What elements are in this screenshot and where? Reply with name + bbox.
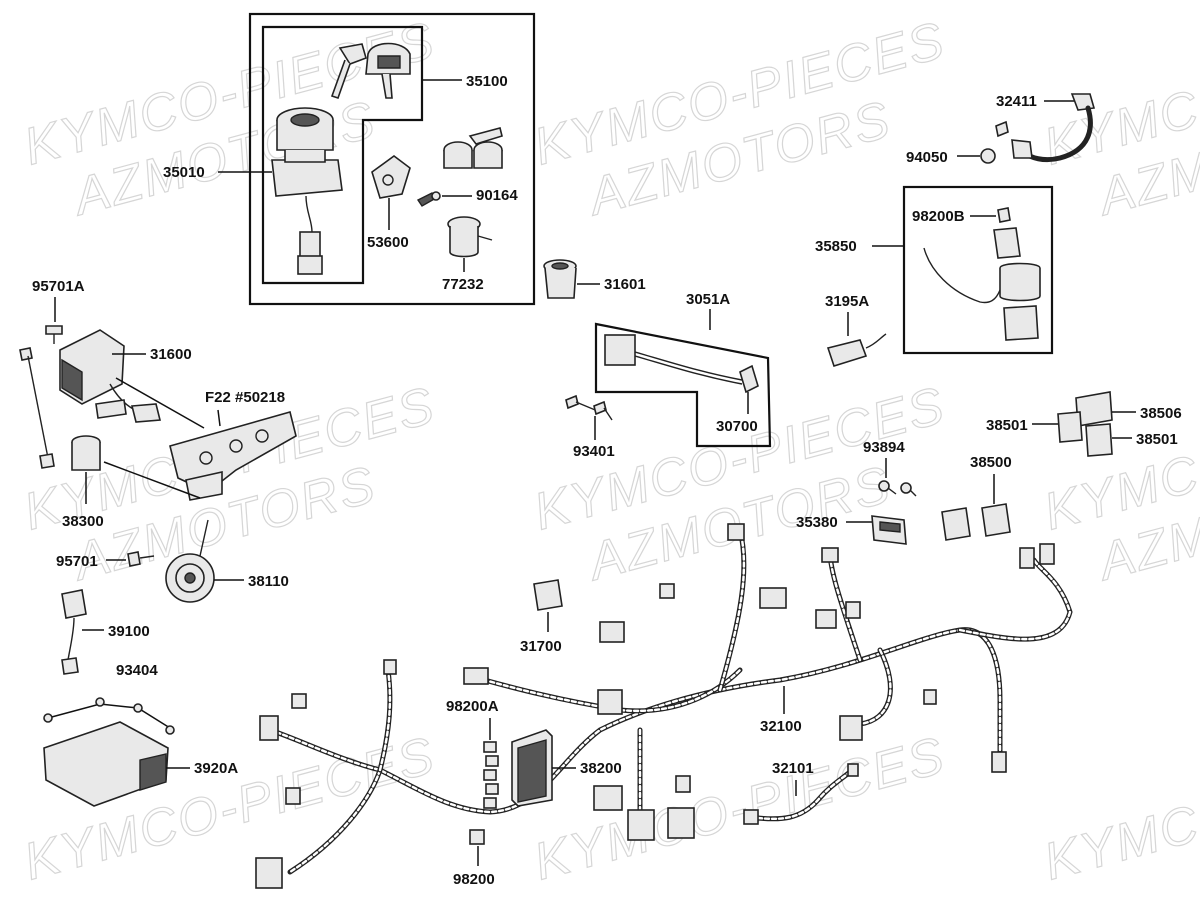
leader-line [217,409,221,427]
part-number-35380: 35380 [796,514,838,531]
part-number-31601: 31601 [604,276,646,293]
part-number-98200: 98200 [453,871,495,888]
regulator-bracket-group: 95701A 31600 F22 #50218 [19,278,297,501]
bolt-95701: 95701 [56,551,155,570]
part-number-38300: 38300 [62,513,104,530]
part-number-31600: 31600 [150,346,192,363]
lock-cylinder-drawing [443,127,503,169]
part-number-38110: 38110 [248,573,289,590]
part-number-93404: 93404 [116,662,158,679]
part-number-38500: 38500 [970,454,1012,471]
screws-93894: 93894 [863,439,917,497]
group-outer-frame [248,12,536,306]
group-inner-frame [261,25,424,285]
switch-cover-drawing [371,155,411,199]
main-harness-32100: 32100 [255,523,1073,889]
part-number-32101: 32101 [772,760,814,777]
fuse-98200: 98200 [453,829,495,888]
ignition-switch-drawing [271,107,343,275]
ecu-group: 93404 3920A [43,662,238,807]
part-number-35850: 35850 [815,238,857,255]
part-number-3920A: 3920A [194,760,238,777]
part-number-53600: 53600 [367,234,409,251]
relay-31700: 31700 [520,579,563,655]
part-number-38501: 38501 [1136,431,1178,448]
part-number-32100: 32100 [760,718,802,735]
battery-cable-group: 32411 94050 [906,93,1096,166]
part-number-30700: 30700 [716,418,758,435]
starter-relay-group: 98200B 35850 [815,185,1054,355]
watermark-text: KYMCO-PIECES [528,726,951,891]
relay-group-right: 38506 38501 38501 [986,391,1182,457]
part-number-38501: 38501 [986,417,1028,434]
part-number-90164: 90164 [476,187,518,204]
group-frame [594,322,772,448]
part-number-98200B: 98200B [912,208,965,225]
part-number-31700: 31700 [520,638,562,655]
leader-line [47,703,171,729]
part-number-93894: 93894 [863,439,905,456]
watermark-text: KYMCO-PIECES [1038,726,1200,891]
sub-harness-32101: 32101 [743,760,859,825]
part-number-35010: 35010 [163,164,205,181]
relay-38300: 38300 [62,435,104,530]
fuse-set-98200A: 98200A [446,698,499,809]
connector-3195A: 3195A [825,293,887,367]
part-number-32411: 32411 [996,93,1037,110]
leader-line [115,377,205,429]
relay-39100: 39100 [61,589,150,675]
part-number-F22: F22 #50218 [205,389,285,406]
part-number-3051A: 3051A [686,291,730,308]
group-frame [902,185,1054,355]
part-number-98200A: 98200A [446,698,499,715]
socket-harness-group: 3051A 30700 [594,291,772,448]
power-socket-drawing [447,216,493,258]
part-number-38200: 38200 [580,760,622,777]
ignition-switch-group: 35100 35010 53600 [163,12,536,306]
fuse-box-38200: 38200 [511,729,622,807]
accessory-socket-31601: 31601 [543,259,646,299]
part-number-35100: 35100 [466,73,508,90]
connector-35380: 35380 [796,514,907,545]
key-set-drawing [330,42,411,100]
part-number-95701A: 95701A [32,278,85,295]
part-number-77232: 77232 [442,276,484,293]
screw-drawing [416,191,441,207]
part-number-95701: 95701 [56,553,98,570]
part-number-94050: 94050 [906,149,948,166]
horn-38110: 38110 [165,519,289,603]
part-number-93401: 93401 [573,443,615,460]
screws-93401: 93401 [565,394,615,460]
relay-38500: 38500 [941,454,1012,541]
part-number-3195A: 3195A [825,293,869,310]
part-number-38506: 38506 [1140,405,1182,422]
part-number-39100: 39100 [108,623,150,640]
leader-line [103,461,201,499]
